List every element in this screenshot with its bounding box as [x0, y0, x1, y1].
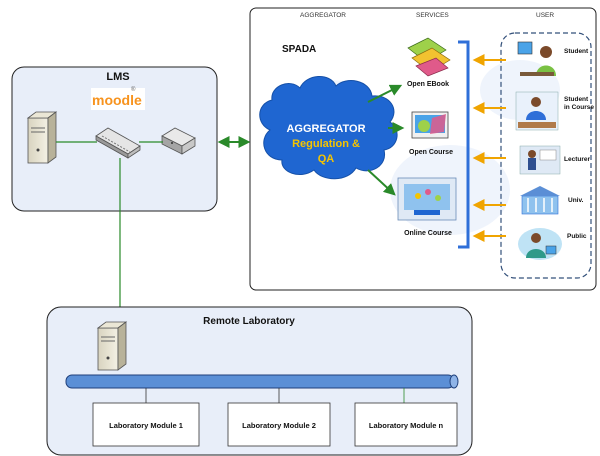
- arrow-to-online-course: [367, 169, 396, 196]
- lms-panel: LMS moodle ®: [11, 66, 218, 212]
- lab-server-icon: [96, 321, 128, 371]
- lab-module-n-label: Laboratory Module n: [369, 421, 444, 430]
- public-icon: [518, 228, 562, 260]
- user-label-univ: Univ.: [568, 197, 584, 204]
- aggregator-cloud: AGGREGATOR Regulation & QA: [259, 76, 398, 180]
- remote-lab-title: Remote Laboratory: [203, 316, 295, 327]
- moodle-logo-text: moodle: [92, 92, 142, 108]
- router-icon: [161, 127, 196, 155]
- svg-text:®: ®: [131, 86, 136, 93]
- lms-title: LMS: [106, 71, 129, 83]
- services-bracket: [458, 40, 470, 249]
- online-course-icon: [397, 177, 457, 221]
- lecturer-icon: [519, 145, 561, 175]
- switch-icon: [95, 127, 141, 159]
- user-label-student-in-course-1: Student: [564, 96, 589, 103]
- lab-module-1: Laboratory Module 1: [92, 402, 200, 447]
- ebook-icon: [407, 37, 451, 77]
- lab-module-2-label: Laboratory Module 2: [242, 421, 316, 430]
- user-label-lecturer: Lecturer: [564, 156, 590, 163]
- lab-module-n: Laboratory Module n: [354, 402, 458, 447]
- cloud-line3: QA: [318, 153, 335, 165]
- service-label-online-course: Online Course: [404, 230, 452, 237]
- header-services: SERVICES: [416, 12, 449, 19]
- cloud-line2: Regulation &: [292, 138, 360, 150]
- user-label-public: Public: [567, 233, 587, 240]
- moodle-logo: moodle ®: [91, 86, 145, 110]
- student-icon: [517, 41, 556, 76]
- user-group: [500, 32, 592, 279]
- remote-lab-panel: Remote Laboratory Laboratory Module 1 La…: [46, 306, 473, 456]
- header-user: USER: [536, 12, 554, 19]
- lab-module-1-label: Laboratory Module 1: [109, 421, 183, 430]
- open-course-icon: [411, 111, 449, 139]
- service-label-open-course: Open Course: [409, 149, 453, 156]
- network-bus: [65, 374, 459, 389]
- service-label-ebook: Open EBook: [407, 81, 449, 88]
- server-icon: [26, 111, 58, 164]
- header-aggregator: AGGREGATOR: [300, 12, 346, 19]
- spada-panel: AGGREGATOR SERVICES USER SPADA AGGREGATO…: [249, 7, 597, 291]
- university-icon: [520, 186, 560, 215]
- arrow-to-ebook: [367, 84, 403, 103]
- cloud-line1: AGGREGATOR: [286, 123, 365, 135]
- lab-module-2: Laboratory Module 2: [227, 402, 331, 447]
- student-in-course-icon: [515, 91, 559, 131]
- user-label-student: Student: [564, 48, 589, 55]
- spada-name: SPADA: [282, 44, 316, 55]
- user-label-student-in-course-2: in Course: [564, 104, 594, 111]
